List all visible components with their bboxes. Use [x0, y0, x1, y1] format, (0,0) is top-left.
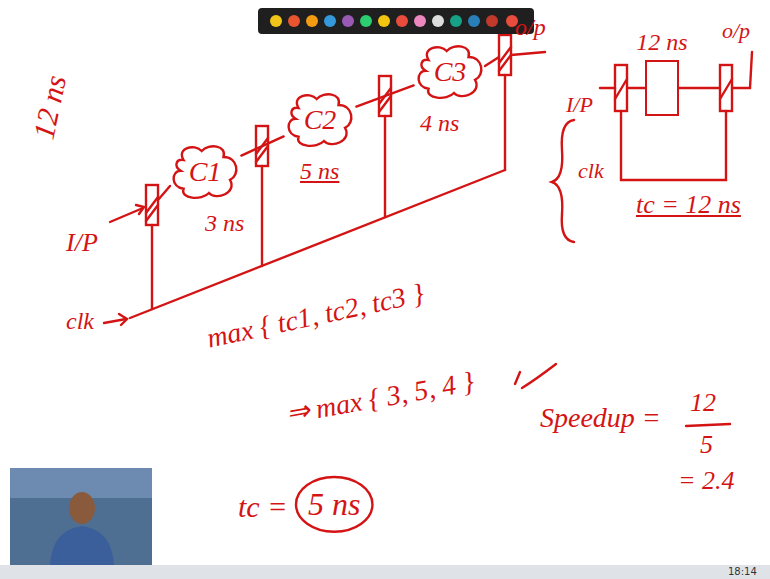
- brace: [552, 120, 574, 242]
- handwritten-note: 3 ns: [205, 210, 244, 238]
- presenter-head: [69, 492, 95, 524]
- register: [615, 65, 627, 111]
- handwritten-note: ⇒ max { 3, 5, 4 }: [284, 366, 477, 431]
- handwritten-note: 4 ns: [420, 110, 459, 138]
- connector-line: [241, 136, 283, 155]
- wire: [158, 186, 170, 200]
- register: [146, 185, 158, 225]
- handwritten-note: o/p: [515, 14, 546, 42]
- toolbar-icon: [396, 15, 408, 27]
- arrow-head: [119, 314, 127, 325]
- handwritten-note: clk: [578, 158, 604, 183]
- clock-tap: [151, 225, 153, 309]
- connector: [241, 136, 283, 155]
- clock-tap: [504, 75, 506, 170]
- logic-cloud: C3: [414, 42, 487, 102]
- register-hatch: [146, 205, 158, 221]
- toolbar-icon: [468, 15, 480, 27]
- arrow-head: [136, 205, 144, 214]
- tick-doodle: [515, 364, 556, 388]
- handwritten-note: tc = 12 ns: [636, 190, 741, 220]
- register-hatch: [615, 79, 627, 99]
- toolbar-icon: [306, 15, 318, 27]
- input-wire: [110, 208, 143, 222]
- register-hatch: [146, 197, 158, 213]
- toolbar-icon: [486, 15, 498, 27]
- block-name: C1: [189, 156, 222, 188]
- toolbar-icon: [270, 15, 282, 27]
- toolbar-icon: [288, 15, 300, 27]
- taskbar: [0, 565, 770, 579]
- toolbar-icon: [360, 15, 372, 27]
- presenter-body: [50, 526, 114, 565]
- toolbar-icon: [432, 15, 444, 27]
- presenter-video: [10, 468, 152, 565]
- handwritten-note: 5: [700, 430, 713, 460]
- handwritten-note: = 2.4: [678, 466, 735, 496]
- fraction-bar: [686, 424, 730, 426]
- ink: [104, 35, 752, 426]
- toolbar-icon: [324, 15, 336, 27]
- output-wire: [511, 52, 545, 55]
- handwritten-note: 5 ns: [308, 486, 360, 523]
- handwritten-note: clk: [66, 308, 94, 336]
- clock-line: [130, 170, 505, 318]
- clock-line: [621, 111, 726, 180]
- clock-time: 18:14: [728, 566, 757, 578]
- logic-cloud: C1: [169, 142, 242, 202]
- toolbar: [258, 8, 534, 34]
- register: [720, 65, 732, 111]
- handwritten-note: max { tc1, tc2, tc3 }: [204, 277, 427, 354]
- block-name: C3: [434, 56, 467, 88]
- wire: [679, 87, 720, 89]
- connector: [356, 85, 413, 106]
- wire: [627, 87, 645, 89]
- handwritten-note: I/P: [566, 92, 593, 117]
- handwritten-note: Speedup =: [540, 402, 661, 434]
- connector-line: [356, 85, 413, 106]
- logic-cloud: C2: [284, 90, 357, 150]
- handwritten-note: o/p: [722, 18, 750, 43]
- handwritten-note: I/P: [66, 228, 98, 258]
- block-name: C2: [304, 104, 337, 136]
- handwritten-note: 12: [690, 388, 716, 418]
- register-hatch: [499, 47, 511, 63]
- combinational-block: 12 ns: [636, 28, 687, 116]
- input-wire: [600, 87, 615, 89]
- wire: [485, 57, 499, 66]
- output-wire: [732, 52, 752, 88]
- toolbar-icon: [450, 15, 462, 27]
- register-hatch: [499, 55, 511, 71]
- clock-tap: [384, 116, 386, 217]
- handwritten-note: tc =: [238, 490, 287, 525]
- answer-circle: [296, 477, 372, 532]
- toolbar-icon: [414, 15, 426, 27]
- register-hatch: [720, 79, 732, 99]
- handwritten-note: 5 ns: [300, 158, 339, 186]
- toolbar-icon: [342, 15, 354, 27]
- handwritten-note: 12 ns: [27, 72, 74, 142]
- delay-label: 12 ns: [636, 28, 687, 56]
- clock-tap: [261, 166, 263, 266]
- toolbar-icon: [378, 15, 390, 27]
- register: [499, 35, 511, 75]
- logic-box: [645, 60, 679, 116]
